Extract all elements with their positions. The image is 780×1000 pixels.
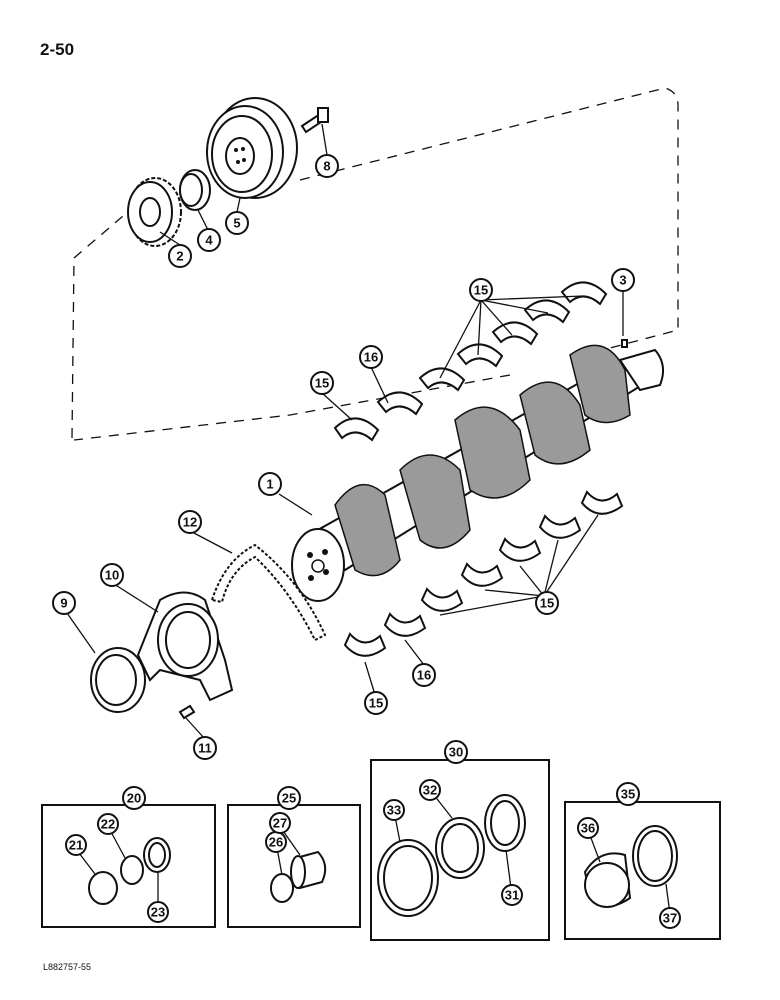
upper-bearing-shells	[333, 281, 608, 442]
svg-text:26: 26	[269, 835, 283, 850]
callout-15-right: 15	[535, 591, 559, 615]
crank-gear	[127, 177, 182, 247]
svg-text:37: 37	[663, 911, 677, 926]
svg-text:23: 23	[151, 905, 165, 920]
callout-32: 32	[419, 779, 441, 801]
callout-37: 37	[659, 907, 681, 929]
callout-8: 8	[315, 154, 339, 178]
svg-text:9: 9	[60, 596, 67, 611]
callout-30: 30	[444, 740, 468, 764]
callout-21: 21	[65, 834, 87, 856]
callout-20: 20	[122, 786, 146, 810]
svg-text:33: 33	[387, 803, 401, 818]
svg-text:22: 22	[101, 817, 115, 832]
figure-code: L882757-55	[43, 962, 92, 972]
callout-26: 26	[265, 831, 287, 853]
svg-text:4: 4	[205, 233, 213, 248]
callout-16-bottom: 16	[412, 663, 436, 687]
svg-text:12: 12	[183, 515, 197, 530]
callout-10: 10	[100, 563, 124, 587]
callout-31: 31	[501, 884, 523, 906]
callout-36: 36	[577, 817, 599, 839]
callout-4: 4	[197, 228, 221, 252]
svg-text:30: 30	[449, 745, 463, 760]
svg-text:8: 8	[323, 159, 330, 174]
rear-seal-housing	[136, 591, 234, 702]
callout-35: 35	[616, 782, 640, 806]
callout-5: 5	[225, 211, 249, 235]
kit-35-parts	[583, 825, 678, 908]
callout-15-left: 15	[310, 371, 334, 395]
callout-12: 12	[178, 510, 202, 534]
pulley-bolt	[300, 107, 329, 134]
svg-text:36: 36	[581, 821, 595, 836]
svg-text:5: 5	[233, 216, 240, 231]
callout-22: 22	[97, 813, 119, 835]
kit-30-parts	[377, 794, 526, 917]
callout-23: 23	[147, 901, 169, 923]
page-number: 2-50	[40, 40, 75, 59]
callout-3: 3	[611, 268, 635, 292]
svg-text:2: 2	[176, 249, 183, 264]
rear-seal	[90, 647, 146, 713]
svg-text:10: 10	[105, 568, 119, 583]
callout-33: 33	[383, 799, 405, 821]
kit-25-parts	[270, 850, 327, 903]
svg-text:35: 35	[621, 787, 635, 802]
callout-2: 2	[168, 244, 192, 268]
svg-text:3: 3	[619, 273, 626, 288]
svg-text:15: 15	[474, 283, 488, 298]
svg-text:21: 21	[69, 838, 83, 853]
svg-text:11: 11	[198, 741, 212, 756]
callout-15-bottom: 15	[364, 691, 388, 715]
callout-27: 27	[269, 812, 291, 834]
svg-text:16: 16	[417, 668, 431, 683]
svg-text:15: 15	[540, 596, 554, 611]
housing-screw	[178, 704, 196, 720]
svg-text:31: 31	[505, 888, 519, 903]
svg-text:15: 15	[369, 696, 383, 711]
rear-cover-gasket	[210, 543, 327, 642]
damper-pulley	[206, 97, 298, 199]
kit-box-35	[564, 801, 721, 940]
kit-20-parts	[88, 837, 171, 905]
svg-text:27: 27	[273, 816, 287, 831]
callout-9: 9	[52, 591, 76, 615]
svg-text:16: 16	[364, 350, 378, 365]
callout-16-top: 16	[359, 345, 383, 369]
leader-lines	[66, 123, 624, 739]
callout-25: 25	[277, 786, 301, 810]
dowel-pin	[621, 339, 628, 348]
svg-text:1: 1	[266, 477, 273, 492]
svg-text:15: 15	[315, 376, 329, 391]
crankshaft	[291, 344, 665, 602]
wear-ring	[179, 169, 211, 211]
svg-text:32: 32	[423, 783, 437, 798]
svg-text:25: 25	[282, 791, 296, 806]
svg-text:20: 20	[127, 791, 141, 806]
callout-11: 11	[193, 736, 217, 760]
callout-1: 1	[258, 472, 282, 496]
assembly-dashed-outline	[71, 87, 679, 441]
callout-15-top: 15	[469, 278, 493, 302]
lower-bearing-shells	[343, 490, 624, 657]
